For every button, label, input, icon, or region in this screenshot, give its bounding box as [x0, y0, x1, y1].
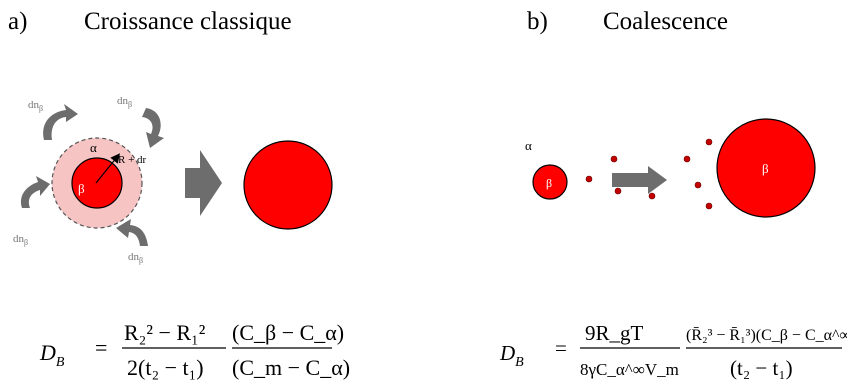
- flux-labels: dnβ dnβ dnβ dnβ: [13, 95, 143, 265]
- particle-dot: [705, 138, 713, 146]
- beta-particle-core: [71, 157, 123, 209]
- small-beta-label: β: [546, 176, 552, 190]
- large-beta-label: β: [762, 161, 769, 176]
- formula-a-lhs: DB: [39, 340, 65, 370]
- formula-a-den-left: 2(t₂ − t₁): [127, 355, 204, 380]
- particle-dot: [648, 192, 656, 200]
- formula-b-lhs: DB: [499, 341, 524, 370]
- particle-dot: [610, 155, 618, 163]
- formula-a-den-right: (C_m − C_α): [232, 355, 350, 380]
- small-beta-particle: [532, 164, 568, 200]
- flux-label-top-right: dnβ: [117, 95, 132, 109]
- formula-a-num-left: R₂² − R₁²: [124, 320, 206, 345]
- formula-b-den-right: (t₂ − t₁): [730, 356, 793, 380]
- radius-arrow: [95, 153, 121, 184]
- flux-label-bottom-left: dnβ: [13, 233, 28, 247]
- flux-label-top-left: dnβ: [28, 99, 43, 113]
- panel-a-title: Croissance classique: [84, 8, 292, 35]
- growth-result-arrow: [185, 150, 222, 216]
- flux-arrow-top-left: [43, 104, 78, 140]
- particle-dot: [585, 175, 593, 183]
- coalescence-arrow: [612, 166, 667, 194]
- large-beta-particle: [716, 118, 816, 218]
- formula-b: DB = 9R_gT 8γC_α^∞V_m (R̄₂³ − R̄₁³)(C_β …: [499, 321, 847, 380]
- alpha-label: α: [90, 140, 97, 155]
- particle-dot: [694, 181, 702, 189]
- panel-b-title: Coalescence: [603, 8, 728, 35]
- formula-b-equals: =: [555, 336, 567, 360]
- classic-growth-particle: α β R + dr: [51, 137, 147, 229]
- alpha-label-b: α: [525, 138, 532, 153]
- flux-arrows: [20, 104, 164, 246]
- formula-a: DB = R₂² − R₁² 2(t₂ − t₁) (C_β − C_α) (C…: [39, 320, 350, 380]
- formula-b-den-left: 8γC_α^∞V_m: [580, 360, 679, 379]
- panel-b-tag: b): [527, 8, 548, 35]
- panel-a-tag: a): [8, 8, 28, 35]
- flux-arrow-bottom-left: [20, 176, 50, 208]
- flux-arrow-top-right: [142, 108, 164, 148]
- flux-arrow-bottom-right: [116, 219, 148, 246]
- flux-label-bottom-right: dnβ: [128, 251, 143, 265]
- panel-a-heading: a) Croissance classique: [8, 8, 292, 36]
- radius-label: R + dr: [118, 154, 147, 166]
- particle-dot: [705, 202, 713, 210]
- beta-label: β: [78, 181, 85, 196]
- formula-a-equals: =: [95, 335, 107, 360]
- grown-particle: [243, 140, 333, 230]
- formula-b-num-left: 9R_gT: [585, 321, 644, 345]
- particle-dot: [614, 187, 622, 195]
- formula-b-num-right: (R̄₂³ − R̄₁³)(C_β − C_α^∞): [686, 327, 847, 344]
- dispersed-particles: [585, 138, 713, 210]
- panel-b-heading: b) Coalescence: [527, 8, 728, 36]
- particle-dot: [683, 155, 691, 163]
- formula-a-num-right: (C_β − C_α): [232, 320, 344, 345]
